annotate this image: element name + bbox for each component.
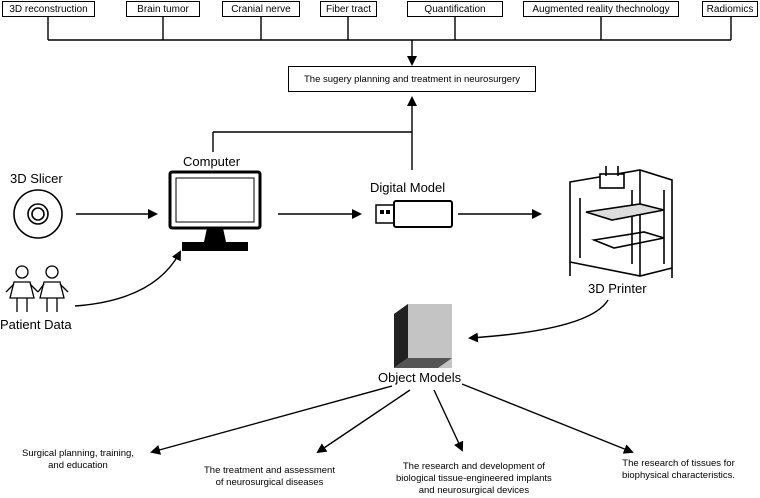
outcome-2-line-2: of neurosurgical diseases	[215, 477, 324, 488]
digital-model-label: Digital Model	[370, 180, 446, 195]
outcome-4-line-2: biophysical characteristics.	[622, 470, 735, 481]
arrow-object-to-outcome-2	[316, 389, 411, 454]
computer-label: Computer	[183, 154, 241, 169]
topic-fiber-tract: Fiber tract	[320, 1, 377, 17]
topic-bracket	[47, 17, 732, 66]
patient-data-label: Patient Data	[0, 317, 72, 332]
slicer-label: 3D Slicer	[10, 171, 63, 186]
printer-icon	[569, 166, 673, 278]
printer-label: 3D Printer	[588, 281, 647, 296]
object-models-label: Object Models	[378, 370, 462, 385]
monitor-icon	[168, 170, 262, 251]
topic-radiomics: Radiomics	[702, 1, 758, 17]
usb-drive-icon	[375, 200, 453, 228]
topic-quantification: Quantification	[407, 1, 503, 17]
outcome-treatment-assessment: The treatment and assessment of neurosur…	[204, 465, 335, 489]
topic-3d-reconstruction: 3D reconstruction	[2, 1, 95, 17]
arrow-object-to-outcome-3	[433, 389, 464, 452]
patients-icon	[5, 265, 69, 312]
arrow-printer-to-object	[468, 299, 609, 343]
outcome-1-line-1: Surgical planning, training,	[22, 448, 134, 459]
outcome-surgical-planning: Surgical planning, training, and educati…	[22, 448, 134, 472]
arrow-patient-to-computer	[74, 250, 181, 307]
outcome-2-line-1: The treatment and assessment	[204, 465, 335, 476]
outcome-research-implants: The research and development of biologic…	[396, 461, 552, 497]
cube-icon	[394, 304, 452, 368]
arrow-object-to-outcome-1	[150, 385, 393, 455]
outcome-4-line-1: The research of tissues for	[622, 458, 735, 469]
topic-brain-tumor: Brain tumor	[126, 1, 200, 17]
topic-augmented-reality: Augmented reality thechnology	[523, 1, 679, 17]
feedback-connector	[212, 96, 417, 170]
planning-box: The sugery planning and treatment in neu…	[288, 66, 536, 92]
outcome-1-line-2: and education	[48, 460, 108, 471]
arrow-object-to-outcome-4	[461, 383, 634, 454]
outcome-research-tissues: The research of tissues for biophysical …	[622, 458, 735, 482]
outcome-3-line-1: The research and development of	[402, 461, 545, 472]
disc-icon	[13, 189, 63, 239]
outcome-3-line-3: and neurosurgical devices	[418, 485, 530, 496]
outcome-3-line-2: biological tissue-engineered implants	[396, 473, 552, 484]
topic-cranial-nerve: Cranial nerve	[222, 1, 300, 17]
